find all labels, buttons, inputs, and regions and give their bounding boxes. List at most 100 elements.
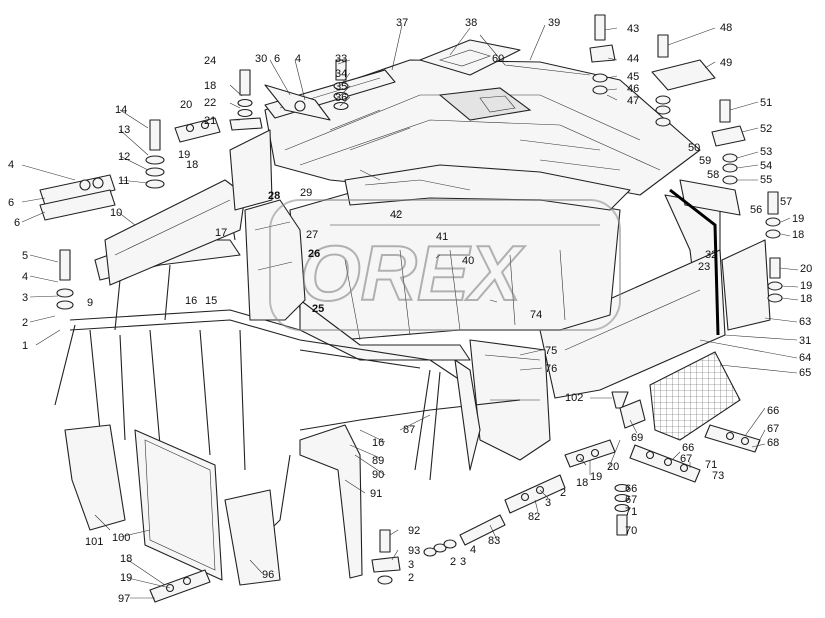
roof-panel: [264, 39, 701, 196]
callout-66: 66: [767, 405, 779, 417]
cab-body: [289, 164, 631, 461]
callout-65: 65: [799, 367, 811, 379]
callout-41: 41: [436, 231, 448, 243]
callout-14: 14: [115, 104, 127, 116]
leader-lines: [21, 24, 799, 599]
callout-5: 5: [22, 250, 28, 262]
callout-69: 69: [631, 432, 643, 444]
callout-87: 87: [403, 424, 415, 436]
callout-91: 91: [370, 488, 382, 500]
callout-1: 1: [22, 340, 28, 352]
callout-12: 12: [118, 151, 130, 163]
callout-7b: 6: [274, 53, 280, 65]
callout-54: 54: [760, 160, 772, 172]
callout-2b: 2: [560, 487, 566, 499]
callout-34: 34: [335, 68, 347, 80]
callout-90: 90: [372, 469, 384, 481]
callout-96: 96: [262, 569, 274, 581]
callout-18: 18: [186, 159, 198, 171]
callout-2c: 2: [450, 556, 456, 568]
callout-93: 93: [408, 545, 420, 557]
callout-4d: 4: [470, 544, 476, 556]
callout-64: 64: [799, 352, 811, 364]
callout-19d: 19: [590, 471, 602, 483]
callout-29: 29: [300, 187, 312, 199]
callout-40: 40: [462, 255, 474, 267]
callout-42: 42: [390, 209, 402, 221]
right-side-panel: [539, 179, 771, 441]
left-wall-panel: [104, 129, 273, 286]
callout-19e: 19: [120, 572, 132, 584]
callout-33: 33: [335, 53, 347, 65]
callout-20b: 20: [800, 263, 812, 275]
callout-55: 55: [760, 174, 772, 186]
callout-23: 23: [698, 261, 710, 273]
callout-3b: 3: [545, 497, 551, 509]
callout-6: 6: [14, 217, 20, 229]
callout-49: 49: [720, 57, 732, 69]
callout-67c: 67: [625, 494, 637, 506]
callout-48: 48: [720, 22, 732, 34]
callout-4c: 4: [295, 53, 301, 65]
callout-18d: 18: [800, 293, 812, 305]
callout-44: 44: [627, 53, 639, 65]
callout-83: 83: [488, 535, 500, 547]
callout-18c: 18: [792, 229, 804, 241]
callout-11: 11: [118, 175, 129, 187]
callout-20: 20: [180, 99, 192, 111]
callout-16b: 16: [372, 437, 384, 449]
callout-43: 43: [627, 23, 639, 35]
callout-19c: 19: [800, 280, 812, 292]
callout-75: 75: [545, 345, 557, 357]
callout-21: 21: [204, 115, 216, 127]
callout-18e: 18: [576, 477, 588, 489]
callout-35: 35: [335, 81, 347, 93]
callout-3: 3: [22, 292, 28, 304]
callout-4: 4: [22, 271, 28, 283]
callout-9: 9: [87, 297, 93, 309]
callout-56: 56: [750, 204, 762, 216]
callout-97: 97: [118, 593, 130, 605]
watermark-text: OREX: [300, 229, 525, 317]
callout-18b: 18: [204, 80, 216, 92]
callout-2: 2: [22, 317, 28, 329]
callout-28: 28: [268, 190, 280, 202]
callout-15: 15: [205, 295, 217, 307]
callout-24: 24: [204, 55, 216, 67]
front-panels: [64, 424, 281, 586]
callout-71: 71: [705, 459, 717, 471]
callout-37: 37: [396, 17, 408, 29]
callout-66c: 66: [625, 483, 637, 495]
callout-39: 39: [548, 17, 560, 29]
callout-3c: 3: [460, 556, 466, 568]
callout-71b: 71: [625, 506, 637, 518]
callout-45: 45: [627, 71, 639, 83]
callout-101: 101: [85, 536, 103, 548]
callout-4b: 4: [8, 159, 14, 171]
callout-2d: 2: [408, 572, 414, 584]
callout-25: 25: [312, 303, 324, 315]
callout-27: 27: [306, 229, 318, 241]
callout-46: 46: [627, 83, 639, 95]
callout-51: 51: [760, 97, 772, 109]
callout-22: 22: [204, 97, 216, 109]
callout-92: 92: [408, 525, 420, 537]
callout-67b: 67: [680, 453, 692, 465]
callout-19: 19: [178, 149, 190, 161]
callout-74: 74: [530, 309, 542, 321]
callout-labels: 1 2 3 4 5 4 6 6 9 10 11 12 13 14 15 16 1…: [8, 17, 812, 605]
callout-3d: 3: [408, 559, 414, 571]
callout-60: 60: [492, 53, 504, 65]
callout-13: 13: [118, 124, 130, 136]
callout-52: 52: [760, 123, 772, 135]
callout-50: 50: [688, 142, 700, 154]
callout-100: 100: [112, 532, 130, 544]
callout-63: 63: [799, 316, 811, 328]
callout-26: 26: [308, 248, 320, 260]
callout-70: 70: [625, 525, 637, 537]
callout-59: 59: [699, 155, 711, 167]
watermark: OREX: [269, 199, 621, 331]
callout-32: 32: [705, 249, 717, 261]
